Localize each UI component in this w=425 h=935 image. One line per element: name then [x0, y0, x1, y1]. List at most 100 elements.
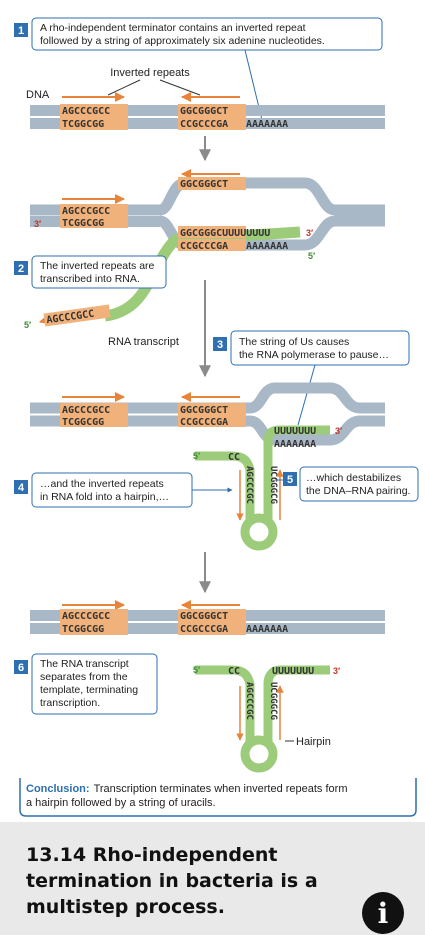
- step-1-box: [31, 17, 383, 51]
- dna-label: DNA: [26, 89, 50, 101]
- step-6-number: 6: [18, 662, 24, 674]
- step-2-line-1: The inverted repeats are: [40, 260, 155, 272]
- repeat-highlight-right: [178, 104, 246, 130]
- panel-3: 3 The string of Us causes the RNA polyme…: [14, 330, 419, 551]
- step-2-box: [31, 255, 167, 289]
- five-prime-label-2b: 5′: [24, 320, 31, 330]
- five-prime-label-4: 5′: [193, 665, 200, 675]
- repeat-highlight-right-3: [178, 403, 246, 427]
- step-5-line-2: the DNA–RNA pairing.: [306, 485, 410, 497]
- rna-transcript-label: RNA transcript: [108, 336, 179, 348]
- step-1-number-box: [14, 23, 28, 37]
- seq-poly-a: AAAAAAA: [246, 119, 288, 130]
- three-prime-label-4: 3′: [333, 666, 340, 676]
- panel-1: 1 A rho-independent terminator contains …: [14, 17, 385, 130]
- step-5-number-box: [283, 472, 297, 486]
- bubble-top-highlight: [178, 177, 246, 190]
- conclusion-line-1: Conclusion: Transcription terminates when…: [26, 783, 348, 795]
- seq-top-left-3: AGCCCGCC: [62, 405, 110, 416]
- step-1-line-1: A rho-independent terminator contains an…: [40, 22, 306, 34]
- step-5-line-1: …which destabilizes: [306, 472, 401, 484]
- five-prime-label-2a: 5′: [308, 251, 315, 261]
- step-5-number: 5: [287, 474, 293, 486]
- dna-bubble-bottom: [158, 215, 385, 251]
- rna-hairpin-3: [195, 451, 255, 520]
- seq-top-left-4: AGCCCGCC: [62, 611, 110, 622]
- five-prime-label-3: 5′: [193, 451, 200, 461]
- seq-poly-a-3: AAAAAAA: [274, 439, 316, 450]
- inverted-repeats-pointer-left: [107, 79, 141, 96]
- rna-hairpin-4: [195, 665, 255, 742]
- seq-bottom-left-2: TCGGCGG: [62, 218, 104, 229]
- template-highlight-2: [178, 239, 246, 251]
- step-1-number: 1: [18, 25, 24, 37]
- rna-5-highlight: [43, 304, 111, 327]
- step-4-line-2: in RNA fold into a hairpin,…: [40, 491, 169, 503]
- seq-rna-u: GGCGGGCUUUUUUUU: [180, 228, 270, 239]
- seq-rna-5: AGCCCGCC: [46, 309, 95, 327]
- conclusion-text-1: Transcription terminates when inverted r…: [94, 783, 348, 795]
- dna-bottom-3: [30, 415, 385, 446]
- step-1-line-2: followed by a string of approximately si…: [40, 35, 325, 47]
- info-icon[interactable]: i: [362, 892, 404, 934]
- panel-2: GGCGGGCT AGCCCGCC TCGGCGG 3′ GGCGGGCUUUU…: [14, 169, 385, 348]
- step-3-box: [230, 330, 410, 366]
- repeat-highlight-left: [60, 104, 128, 130]
- hairpin-loop-4: [240, 735, 278, 773]
- seq-cc-4: CC: [228, 666, 240, 677]
- seq-template-2: CCGCCCGA: [180, 241, 228, 252]
- step-2-number: 2: [18, 263, 24, 275]
- three-prime-label-3: 3′: [335, 426, 342, 436]
- seq-bottom-left: TCGGCGG: [62, 119, 104, 130]
- repeat-highlight-left-3: [60, 403, 128, 427]
- inverted-repeats-label: Inverted repeats: [110, 67, 190, 79]
- seq-cc-3: CC: [228, 452, 240, 463]
- seq-bottom-right: CCGCCCGA: [180, 119, 228, 130]
- seq-top-left: AGCCCGCC: [62, 106, 110, 117]
- repeat-highlight-right-4: [178, 609, 246, 635]
- repeat-highlight-left-4: [60, 609, 128, 635]
- hairpin-label: Hairpin: [296, 736, 331, 748]
- step-2-number-box: [14, 261, 28, 275]
- repeat-highlight-left-2: [60, 204, 128, 228]
- step-3-pointer: [297, 364, 316, 426]
- dna-top-3: [30, 382, 385, 414]
- seq-bottom-right-4: CCGCCCGA: [180, 624, 228, 635]
- step-6-line-1: The RNA transcript: [40, 658, 129, 670]
- seq-hairpin-right-3: UCGGGCG: [268, 466, 278, 504]
- caption-panel: 13.14 Rho-independent termination in bac…: [0, 822, 425, 935]
- step-6-line-3: template, terminating: [40, 684, 138, 696]
- three-prime-label-2a: 3′: [34, 219, 41, 229]
- seq-hairpin-right-4: UCGGGCG: [268, 682, 278, 720]
- rna-u-arm-4: [263, 665, 330, 742]
- panel-4: AGCCCGCC TCGGCGG GGCGGGCT CCGCCCGA AAAAA…: [14, 600, 385, 773]
- step-4-number: 4: [18, 482, 25, 494]
- step-6-line-4: transcription.: [40, 697, 100, 709]
- seq-top-right-4: GGCGGGCT: [180, 611, 228, 622]
- conclusion-label: Conclusion:: [26, 783, 90, 795]
- step-6-box: [31, 653, 158, 715]
- seq-top-right-3: GGCGGGCT: [180, 405, 228, 416]
- step-4-line-1: …and the inverted repeats: [40, 478, 164, 490]
- conclusion-bracket: [19, 778, 417, 817]
- seq-bottom-right-3: CCGCCCGA: [180, 417, 228, 428]
- step-3-number-box: [213, 337, 227, 351]
- step-3-number: 3: [217, 339, 223, 351]
- hairpin-loop-3: [240, 513, 278, 551]
- step-5-box: [299, 466, 419, 502]
- step-3-line-1: The string of Us causes: [239, 336, 349, 348]
- seq-hairpin-left-3: AGCCCGC: [244, 466, 254, 504]
- three-prime-label-2b: 3′: [306, 228, 313, 238]
- step-2-line-2: transcribed into RNA.: [40, 273, 140, 285]
- seq-bottom-left-4: TCGGCGG: [62, 624, 104, 635]
- conclusion-box: Conclusion: Transcription terminates when…: [19, 778, 417, 817]
- seq-poly-a-4: AAAAAAA: [246, 624, 288, 635]
- seq-poly-a-2: AAAAAAA: [246, 241, 288, 252]
- rho-independent-termination-diagram: 1 A rho-independent terminator contains …: [14, 17, 419, 817]
- seq-top-right: GGCGGGCT: [180, 106, 228, 117]
- inverted-repeats-pointer-right: [159, 79, 201, 96]
- step-6-line-2: separates from the: [40, 671, 128, 683]
- seq-hairpin-left-4: AGCCCGC: [244, 682, 254, 720]
- seq-bottom-left-3: TCGGCGG: [62, 417, 104, 428]
- rna-highlight-2: [178, 226, 246, 238]
